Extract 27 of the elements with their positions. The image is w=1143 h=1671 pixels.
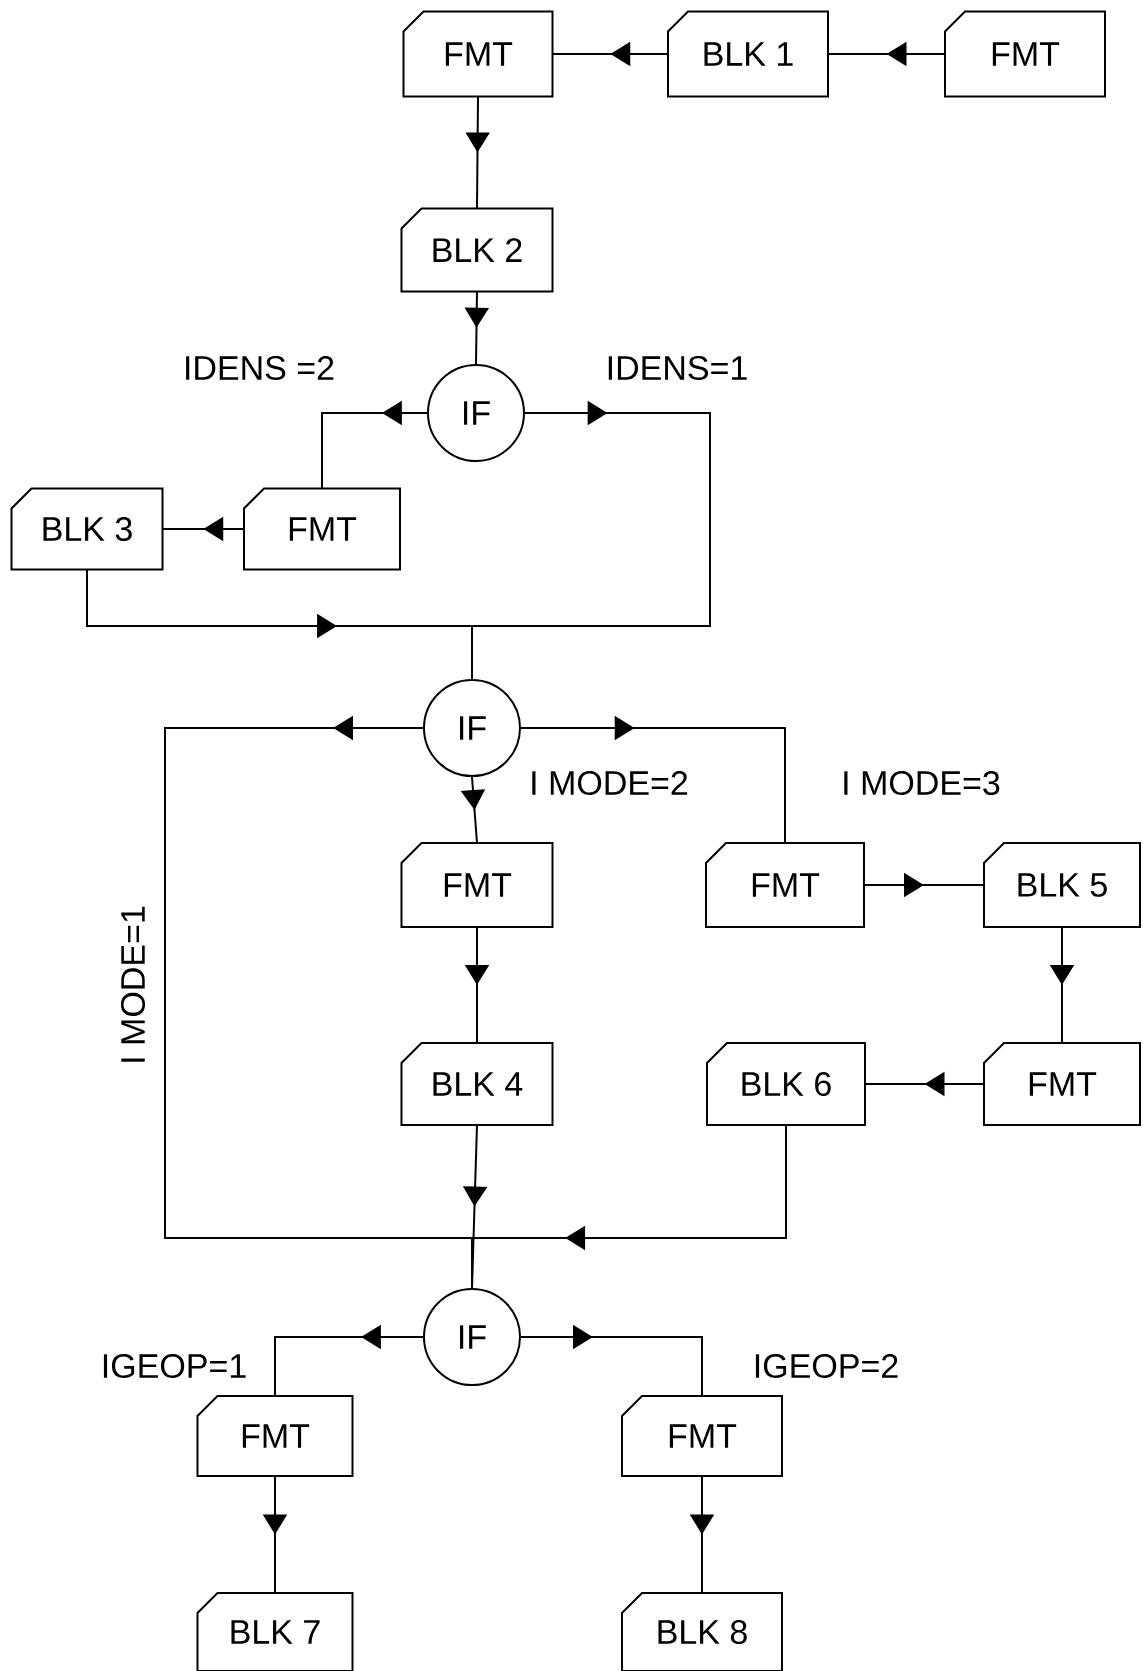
card-box: FMT (243, 487, 401, 571)
card-box: BLK 5 (983, 842, 1141, 928)
card-box: FMT (705, 842, 865, 928)
card-box: BLK 7 (196, 1592, 354, 1671)
connector-arrow (471, 400, 711, 680)
card-box: BLK 6 (706, 1042, 866, 1126)
edge-label: I MODE=2 (527, 769, 691, 798)
card-box: BLK 2 (400, 207, 554, 293)
edge-label: I MODE=1 (118, 903, 148, 1067)
card-box: FMT (402, 10, 554, 98)
card-box: FMT (621, 1395, 783, 1477)
card-box: FMT (400, 842, 554, 928)
connector-arrow (520, 1324, 703, 1397)
card-box: BLK 3 (10, 487, 164, 571)
card-box: FMT (196, 1395, 354, 1477)
card-box: FMT (983, 1042, 1141, 1126)
connector-arrow (520, 715, 786, 844)
card-box: FMT (944, 10, 1106, 98)
card-box: BLK 1 (667, 10, 829, 98)
edge-label: I MODE=3 (839, 769, 1003, 798)
edge-label: IGEOP=2 (750, 1352, 902, 1381)
connector-arrow (471, 1124, 787, 1289)
edge-label: IGEOP=1 (98, 1352, 250, 1381)
card-box: BLK 4 (400, 1042, 554, 1126)
card-box: BLK 8 (621, 1592, 783, 1671)
edge-label: IDENS =2 (180, 354, 338, 383)
edge-label: IDENS=1 (603, 354, 751, 383)
